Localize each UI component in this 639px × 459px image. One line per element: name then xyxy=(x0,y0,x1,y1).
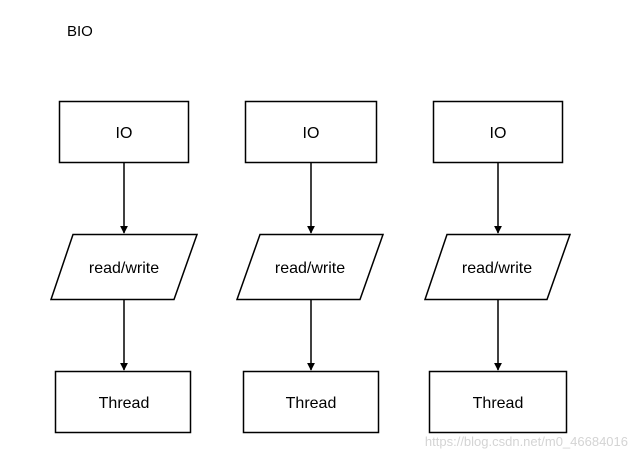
watermark-url: https://blog.csdn.net/m0_46684016 xyxy=(425,434,628,449)
flow-column-2: IO read/write Thread xyxy=(235,100,385,434)
read-write-label: read/write xyxy=(89,260,159,277)
flow-column-1: IO read/write Thread xyxy=(49,100,199,434)
read-write-label: read/write xyxy=(275,260,345,277)
thread-label: Thread xyxy=(99,395,150,412)
thread-box xyxy=(428,370,568,434)
flow-column-3: IO read/write Thread xyxy=(423,100,572,434)
thread-box xyxy=(242,370,380,434)
thread-box xyxy=(54,370,192,434)
io-label: IO xyxy=(116,125,133,142)
io-label: IO xyxy=(490,125,507,142)
io-label: IO xyxy=(303,125,320,142)
read-write-label: read/write xyxy=(462,260,532,277)
io-box xyxy=(58,100,190,164)
io-box xyxy=(432,100,564,164)
thread-label: Thread xyxy=(286,395,337,412)
read-write-parallelogram xyxy=(235,233,385,301)
thread-label: Thread xyxy=(473,395,524,412)
diagram-title: BIO xyxy=(67,23,93,40)
read-write-parallelogram xyxy=(423,233,572,301)
read-write-parallelogram xyxy=(49,233,199,301)
